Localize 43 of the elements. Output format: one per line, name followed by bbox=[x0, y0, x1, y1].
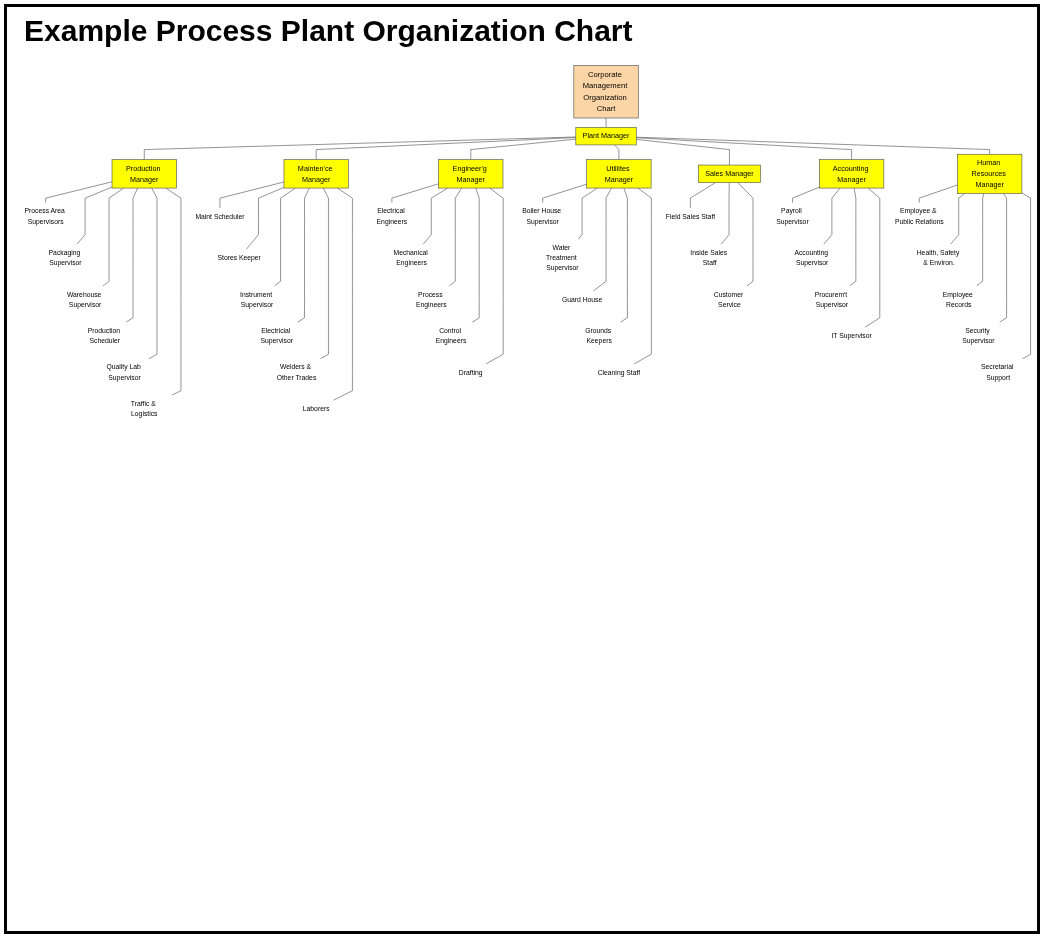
connector bbox=[999, 193, 1007, 323]
connector bbox=[470, 138, 577, 160]
connector bbox=[792, 186, 820, 204]
connector bbox=[950, 193, 965, 245]
connector bbox=[635, 136, 990, 155]
connector bbox=[274, 187, 296, 287]
connector bbox=[319, 187, 329, 360]
connector bbox=[592, 187, 612, 292]
connector bbox=[485, 187, 504, 365]
connector bbox=[245, 187, 285, 250]
connector bbox=[577, 187, 598, 240]
connector bbox=[471, 187, 480, 323]
connector bbox=[219, 181, 285, 209]
connector bbox=[297, 187, 310, 323]
connector bbox=[391, 183, 439, 204]
connector bbox=[635, 139, 730, 166]
connector bbox=[542, 183, 587, 204]
connector bbox=[849, 187, 857, 287]
connector bbox=[102, 187, 124, 287]
connector bbox=[614, 144, 620, 160]
connector bbox=[45, 181, 113, 204]
connector bbox=[720, 182, 730, 245]
connector bbox=[864, 187, 881, 328]
connector bbox=[633, 187, 652, 365]
connector bbox=[143, 136, 577, 160]
connector bbox=[976, 193, 985, 287]
connector bbox=[148, 187, 158, 360]
connector bbox=[125, 187, 138, 323]
connector bbox=[605, 117, 607, 128]
connector bbox=[315, 137, 577, 160]
connector bbox=[690, 182, 716, 209]
connector bbox=[422, 187, 448, 245]
connector bbox=[737, 182, 754, 287]
connector bbox=[918, 184, 958, 204]
connector bbox=[76, 186, 113, 245]
connector bbox=[635, 137, 852, 160]
chart-title: Example Process Plant Organization Chart bbox=[24, 14, 633, 48]
connector bbox=[1021, 192, 1031, 360]
connector bbox=[448, 187, 462, 287]
connector bbox=[165, 187, 182, 396]
connector bbox=[332, 187, 353, 401]
connector bbox=[823, 187, 841, 245]
connector bbox=[619, 187, 628, 323]
